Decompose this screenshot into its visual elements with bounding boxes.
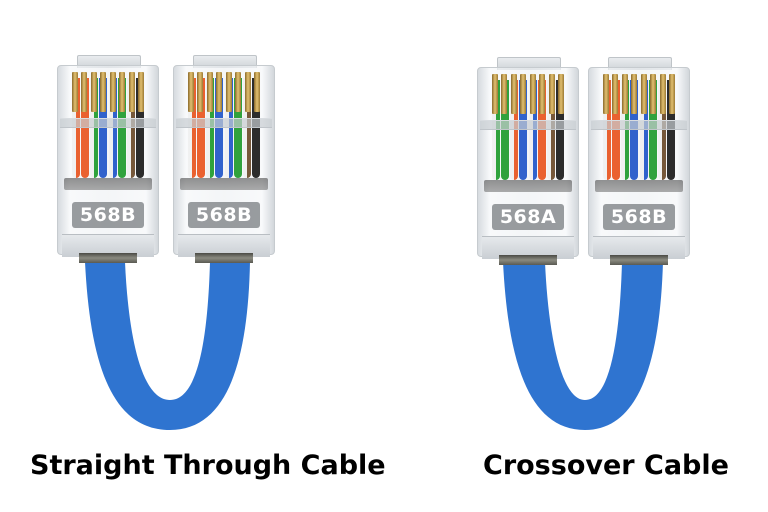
standard-label-box: 568A	[492, 204, 564, 230]
wire-5	[528, 80, 537, 180]
connector-crimp	[484, 180, 572, 192]
wire-bundle	[72, 78, 144, 178]
connector-ridge	[60, 118, 156, 128]
connector-bottom	[593, 236, 685, 259]
rj45-connector-straight-right: 568B	[173, 55, 275, 263]
wire-4	[630, 80, 639, 180]
standard-label: 568B	[610, 206, 668, 228]
connector-body: 568A	[477, 67, 579, 259]
crossover-cable-icon	[503, 262, 663, 430]
wire-5	[639, 80, 648, 180]
gold-pins	[72, 72, 144, 112]
gold-pins	[603, 74, 675, 114]
connector-bottom	[482, 236, 574, 259]
wire-4	[519, 80, 528, 180]
wire-6	[117, 78, 126, 178]
wire-8	[555, 80, 564, 180]
wire-8	[666, 80, 675, 180]
connector-body: 568B	[173, 65, 275, 257]
connector-latch	[193, 55, 257, 68]
straight-through-caption: Straight Through Cable	[30, 450, 386, 481]
wire-1	[492, 80, 500, 180]
connector-collar	[79, 253, 137, 263]
wire-4	[215, 78, 224, 178]
gold-pins	[188, 72, 260, 112]
wire-7	[126, 78, 135, 178]
rj45-connector-straight-left: 568B	[57, 55, 159, 263]
wire-2	[612, 80, 621, 180]
wire-7	[546, 80, 555, 180]
connector-crimp	[64, 178, 152, 190]
wire-3	[621, 80, 630, 180]
straight-through-cable-icon	[85, 262, 250, 430]
connector-collar	[610, 255, 668, 265]
wire-1	[188, 78, 196, 178]
connector-latch	[77, 55, 141, 68]
standard-label: 568A	[499, 206, 557, 228]
wire-8	[135, 78, 144, 178]
connector-ridge	[591, 120, 687, 130]
connector-latch	[497, 57, 561, 70]
wire-1	[603, 80, 611, 180]
gold-pins	[492, 74, 564, 114]
wire-4	[99, 78, 108, 178]
wire-bundle	[492, 80, 564, 180]
connector-ridge	[480, 120, 576, 130]
wire-2	[197, 78, 206, 178]
standard-label: 568B	[79, 204, 137, 226]
wire-2	[501, 80, 510, 180]
crossover-caption: Crossover Cable	[483, 450, 729, 481]
standard-label-box: 568B	[603, 204, 675, 230]
connector-latch	[608, 57, 672, 70]
wire-6	[233, 78, 242, 178]
standard-label-box: 568B	[72, 202, 144, 228]
connector-body: 568B	[57, 65, 159, 257]
rj45-connector-crossover-right: 568B	[588, 57, 690, 265]
connector-ridge	[176, 118, 272, 128]
wire-1	[72, 78, 80, 178]
wire-bundle	[188, 78, 260, 178]
wire-bundle	[603, 80, 675, 180]
connector-crimp	[180, 178, 268, 190]
connector-bottom	[178, 234, 270, 257]
connector-crimp	[595, 180, 683, 192]
wire-5	[108, 78, 117, 178]
rj45-connector-crossover-left: 568A	[477, 57, 579, 265]
standard-label-box: 568B	[188, 202, 260, 228]
connector-bottom	[62, 234, 154, 257]
wire-7	[242, 78, 251, 178]
wire-5	[224, 78, 233, 178]
wire-6	[648, 80, 657, 180]
connector-collar	[195, 253, 253, 263]
wire-3	[206, 78, 215, 178]
wire-2	[81, 78, 90, 178]
wire-3	[510, 80, 519, 180]
wire-3	[90, 78, 99, 178]
standard-label: 568B	[195, 204, 253, 226]
connector-collar	[499, 255, 557, 265]
wire-7	[657, 80, 666, 180]
wire-6	[537, 80, 546, 180]
wire-8	[251, 78, 260, 178]
connector-body: 568B	[588, 67, 690, 259]
